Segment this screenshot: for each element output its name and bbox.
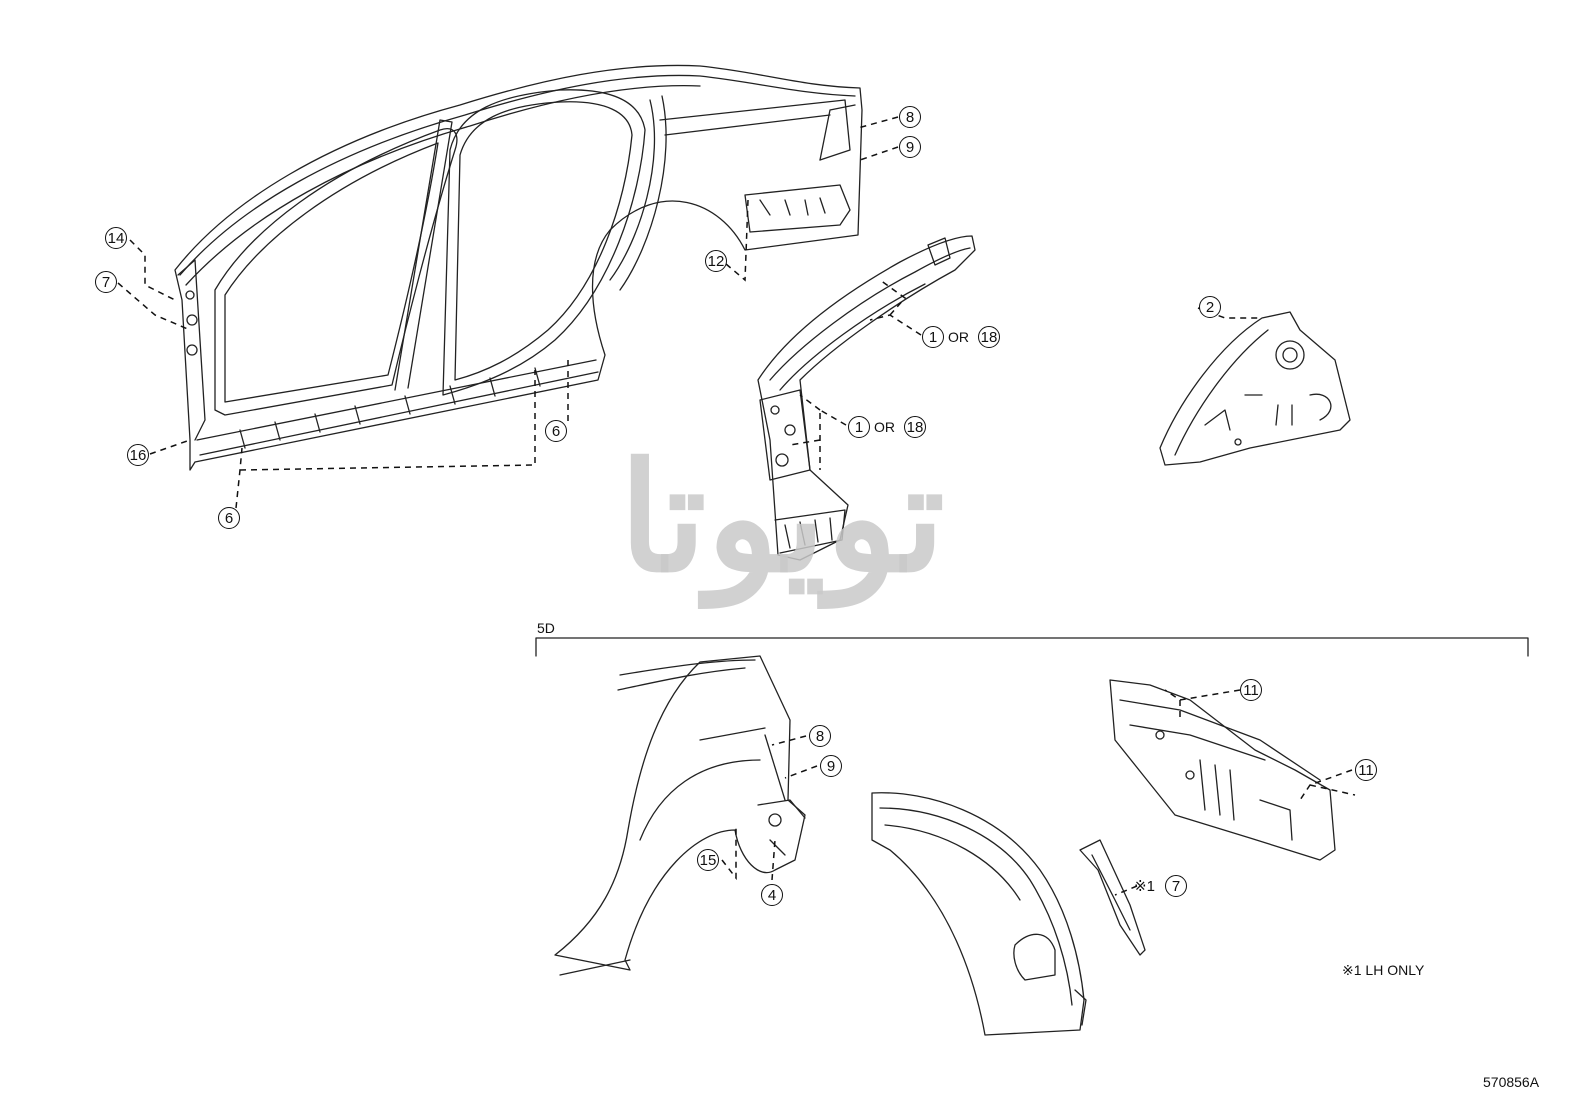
callout-4: 4 [761, 884, 783, 906]
or-text-lower: OR [874, 419, 895, 435]
callout-8-top: 8 [899, 106, 921, 128]
section-bracket [535, 637, 1529, 657]
callout-6-bottom: 6 [218, 507, 240, 529]
or-text-upper: OR [948, 329, 969, 345]
callout-18-lower: 18 [904, 416, 926, 438]
callout-7-lower: 7 [1165, 875, 1187, 897]
callout-11-upper: 11 [1240, 679, 1262, 701]
callout-1-lower: 1 [848, 416, 870, 438]
callout-16: 16 [127, 444, 149, 466]
callout-8-lower: 8 [809, 725, 831, 747]
5d-quarter-outer [871, 792, 1087, 1036]
callout-11-lower: 11 [1355, 759, 1377, 781]
callout-15: 15 [697, 849, 719, 871]
footnote-lh-only: ※1 LH ONLY [1342, 962, 1425, 978]
lh-bracket [1079, 839, 1146, 956]
section-label-5d: 5D [537, 620, 555, 636]
watermark-text: تویوتا [619, 434, 945, 609]
wheelhouse-panel [1159, 311, 1351, 466]
back-panel [1109, 679, 1336, 861]
callout-14: 14 [105, 227, 127, 249]
5d-quarter-panel [554, 655, 806, 976]
callout-1-upper: 1 [922, 326, 944, 348]
callout-7-top: 7 [95, 271, 117, 293]
callout-12: 12 [705, 250, 727, 272]
callout-2: 2 [1199, 296, 1221, 318]
lh-only-mark: ※1 [1134, 878, 1155, 895]
callout-9-top: 9 [899, 136, 921, 158]
body-side-outer-panel [174, 64, 863, 471]
figure-code: 570856A [1483, 1074, 1540, 1090]
callout-6-right: 6 [545, 420, 567, 442]
inner-pillar-reinforcement [757, 235, 976, 561]
callout-18-upper: 18 [978, 326, 1000, 348]
callout-9-lower: 9 [820, 755, 842, 777]
